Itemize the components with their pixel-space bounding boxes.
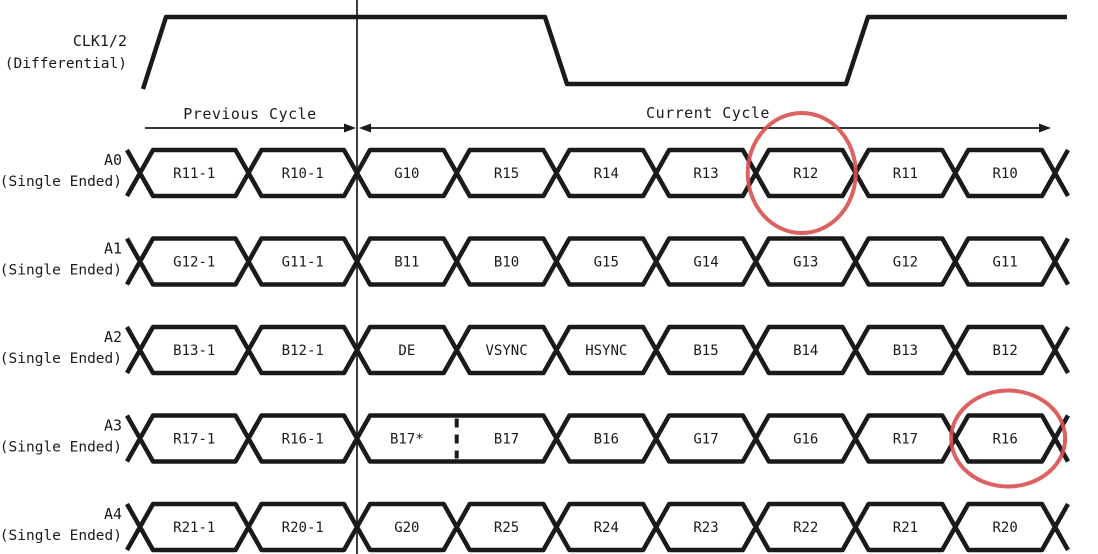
bus-cell-label: G16 (793, 432, 818, 448)
bus-cell-label: G20 (394, 520, 419, 536)
highlight-circle-r16 (949, 388, 1068, 489)
previous-cycle-label: Previous Cycle (183, 105, 316, 123)
bus-cell-label: R10-1 (282, 166, 324, 182)
bus-cell-label: G13 (793, 255, 818, 271)
bus-cell-label: VSYNC (485, 343, 527, 359)
bus-cell-label: B10 (494, 255, 519, 271)
signal-label: A3 (104, 417, 122, 435)
signal-label: A1 (104, 240, 122, 258)
bus-cell-label: G10 (394, 166, 419, 182)
bus-cell-label: G14 (693, 255, 718, 271)
clock-sublabel: (Differential) (5, 56, 127, 72)
bus-cell-label: G17 (693, 432, 718, 448)
bus-cell-label: R21-1 (173, 520, 215, 536)
bus-cell-label: R23 (693, 520, 718, 536)
bus-cell-label: R11 (893, 166, 918, 182)
bus-cell-label: R13 (693, 166, 718, 182)
bus-cell-label: R14 (594, 166, 619, 182)
signal-row-a4: A4 (Single Ended) R21-1 R20-1 G20 R25 R24 R23 R2… (0, 501, 1070, 553)
clock-label: CLK1/2 (73, 32, 127, 50)
bus-cell-label: R25 (494, 520, 519, 536)
bus-cell-label: R22 (793, 520, 818, 536)
current-cycle-label: Current Cycle (646, 104, 770, 122)
bus-cell-label: R17-1 (173, 432, 215, 448)
signal-sublabel: (Single Ended) (0, 440, 122, 456)
bus-cell-label: G11 (992, 255, 1017, 271)
bus-cell-label: R24 (594, 520, 619, 536)
bus-cell-label: HSYNC (585, 343, 627, 359)
bus-cell-label: R21 (893, 520, 918, 536)
signal-label: A4 (104, 505, 122, 523)
bus-cell-label: R20-1 (282, 520, 324, 536)
signal-sublabel: (Single Ended) (0, 351, 122, 367)
signal-row-a1: A1 (Single Ended) G12-1 G11-1 B11 B10 G15 G14 G1… (0, 236, 1070, 287)
bus-cell-label: G12 (893, 255, 918, 271)
signal-row-a0: A0 (Single Ended) R11-1 R10-1 G10 R15 R14 R13 R1… (0, 147, 1070, 199)
bus-cell-label: B13 (893, 343, 918, 359)
bus-cell-label: B16 (594, 432, 619, 448)
previous-cycle-arrowhead (344, 123, 356, 133)
bus-cell-label: R16 (992, 432, 1017, 448)
bus-waveform (125, 413, 1070, 464)
bus-cell-label: B12-1 (282, 343, 324, 359)
bus-cell-label: R17 (893, 432, 918, 448)
bus-cell-label: G12-1 (173, 255, 215, 271)
current-cycle-arrowhead-right (1039, 123, 1051, 133)
bus-waveform (125, 501, 1070, 553)
current-cycle-arrowhead-left (359, 123, 371, 133)
clock-waveform (140, 14, 1067, 90)
bus-cell-label: R16-1 (282, 432, 324, 448)
signal-label: A2 (104, 328, 122, 346)
bus-cell-label: DE (398, 343, 415, 359)
bus-cell-label: R10 (992, 166, 1017, 182)
bus-cell-label: B12 (992, 343, 1017, 359)
bus-cell-label: B14 (793, 343, 818, 359)
bus-cell-label: R15 (494, 166, 519, 182)
signal-sublabel: (Single Ended) (0, 528, 122, 544)
bus-cell-label: B11 (394, 255, 419, 271)
bus-waveform (125, 324, 1070, 376)
bus-cell-label: B17 (494, 432, 519, 448)
signal-row-a3: A3 (Single Ended) R17-1 R16-1 B17* B17 B16 G17 G… (0, 413, 1070, 464)
bus-waveform (125, 236, 1070, 287)
bus-cell-label: R11-1 (173, 166, 215, 182)
bus-cell-label: R20 (992, 520, 1017, 536)
signal-label: A0 (104, 151, 122, 169)
signal-row-a2: A2 (Single Ended) B13-1 B12-1 DE VSYNC HSYNC B1… (0, 324, 1070, 376)
bus-cell-label: R12 (793, 166, 818, 182)
cycle-annotations: Previous Cycle Current Cycle (145, 104, 1051, 133)
signal-sublabel: (Single Ended) (0, 263, 122, 279)
bus-cell-label: G15 (594, 255, 619, 271)
highlight-circle-r12 (745, 111, 858, 235)
bus-cell-label: B15 (693, 343, 718, 359)
signal-sublabel: (Single Ended) (0, 174, 122, 190)
bus-cell-label: B17* (390, 432, 424, 448)
bus-cell-label: G11-1 (282, 255, 324, 271)
bus-cell-label: B13-1 (173, 343, 215, 359)
